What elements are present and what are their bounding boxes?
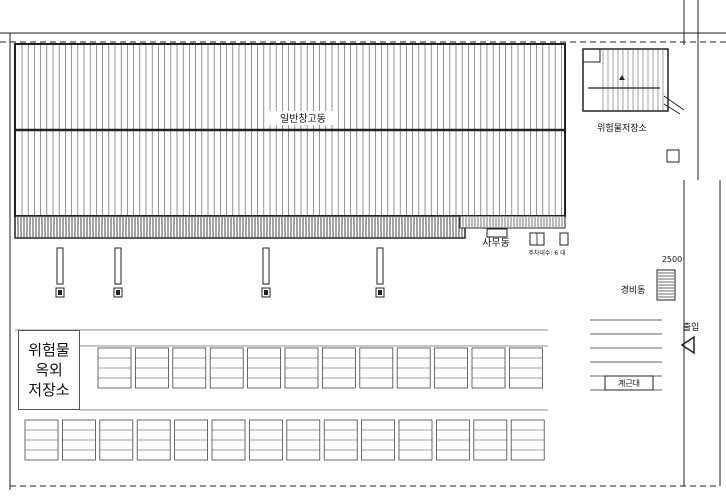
hazmat-storage-label: 위험물저장소	[597, 123, 647, 134]
general-warehouse: 일반창고동	[14, 43, 566, 239]
storage-rack	[323, 419, 358, 461]
weighbridge-label: 계근대	[618, 378, 640, 388]
storage-rack	[321, 347, 356, 389]
loading-dock-1	[55, 247, 65, 298]
outdoor-hazmat-storage-label: 위험물 옥외 저장소	[18, 330, 80, 410]
storage-rack	[284, 347, 319, 389]
loading-dock-3	[261, 247, 271, 298]
outdoor-hazmat-line-3: 저장소	[28, 381, 70, 399]
storage-rack	[209, 347, 244, 389]
storage-rack	[361, 419, 396, 461]
storage-rack	[359, 347, 394, 389]
storage-rack	[471, 347, 506, 389]
loading-dock-4	[375, 247, 385, 298]
storage-rack	[398, 419, 433, 461]
storage-rack	[134, 347, 169, 389]
storage-rack	[24, 419, 59, 461]
storage-rack	[473, 419, 508, 461]
gate-sign	[666, 149, 680, 163]
loading-dock-2	[113, 247, 123, 298]
loading-docks	[55, 247, 385, 298]
office-building: 사무동 주차대수: 6 대	[459, 215, 569, 257]
dimension-label: 2500	[662, 255, 682, 264]
entrance-marker: 출입	[680, 321, 700, 355]
storage-rack	[508, 347, 543, 389]
parking-note: 주차대수: 6 대	[528, 249, 565, 257]
entrance-label: 출입	[683, 321, 700, 333]
storage-rack	[248, 419, 283, 461]
guard-house: 2500 경비동	[621, 255, 682, 301]
storage-rack	[435, 419, 470, 461]
weighbridge: 계근대	[604, 375, 654, 391]
outdoor-hazmat-line-2: 옥외	[35, 361, 63, 379]
storage-rack	[247, 347, 282, 389]
site-boundary	[0, 0, 726, 490]
hazmat-storage-building: 위험물저장소	[582, 48, 685, 134]
storage-rack	[99, 419, 134, 461]
storage-rack	[211, 419, 246, 461]
general-warehouse-label: 일반창고동	[280, 113, 326, 125]
storage-rack	[510, 419, 545, 461]
storage-rack	[136, 419, 171, 461]
storage-rack	[286, 419, 321, 461]
storage-rack	[62, 419, 96, 461]
storage-rack	[396, 347, 431, 389]
outdoor-storage-racks-lower	[24, 419, 545, 461]
storage-rack	[172, 347, 207, 389]
outdoor-storage-outline	[15, 329, 548, 411]
storage-rack	[97, 347, 132, 389]
outdoor-storage-racks-upper	[97, 347, 543, 389]
storage-rack	[174, 419, 209, 461]
storage-rack	[434, 347, 469, 389]
office-label: 사무동	[482, 237, 510, 249]
guard-house-label: 경비동	[621, 284, 646, 296]
outdoor-hazmat-line-1: 위험물	[28, 341, 70, 359]
